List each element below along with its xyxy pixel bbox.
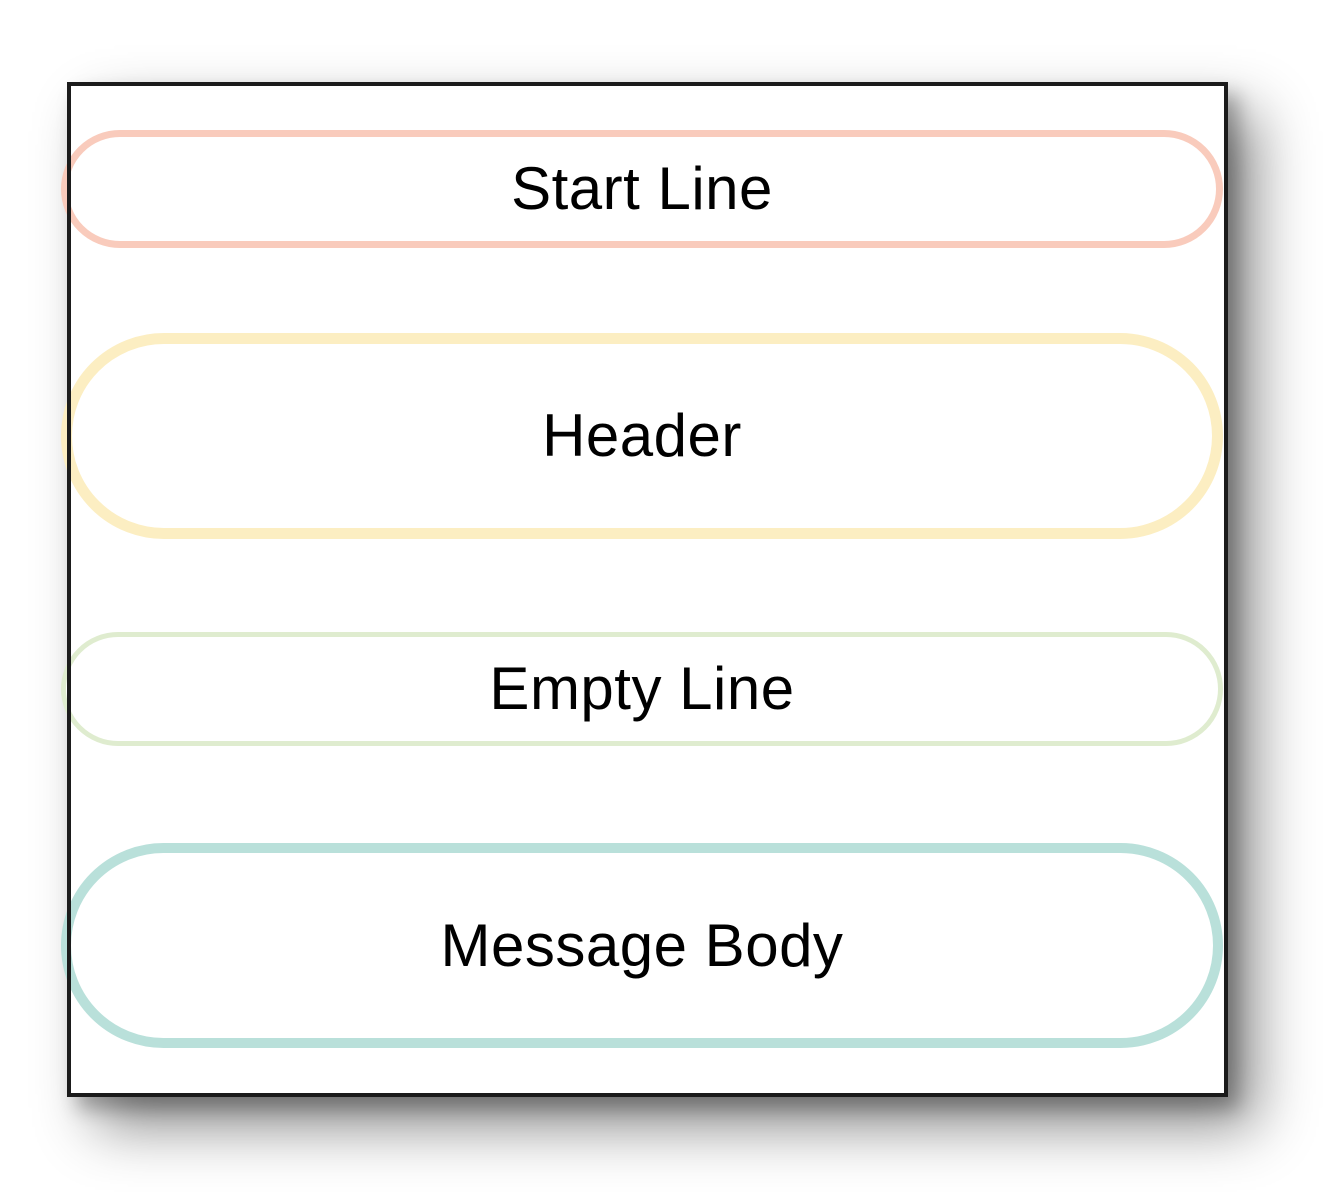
block-empty-line: Empty Line [61, 632, 1223, 746]
block-message-body-label: Message Body [440, 911, 844, 979]
block-start-line-label: Start Line [511, 155, 773, 222]
block-empty-line-label: Empty Line [489, 655, 795, 722]
block-message-body: Message Body [61, 843, 1223, 1048]
message-structure-panel: Start Line Header Empty Line Message Bod… [61, 82, 1228, 1097]
block-start-line: Start Line [61, 130, 1223, 248]
block-header: Header [61, 333, 1223, 539]
block-header-label: Header [542, 402, 742, 469]
